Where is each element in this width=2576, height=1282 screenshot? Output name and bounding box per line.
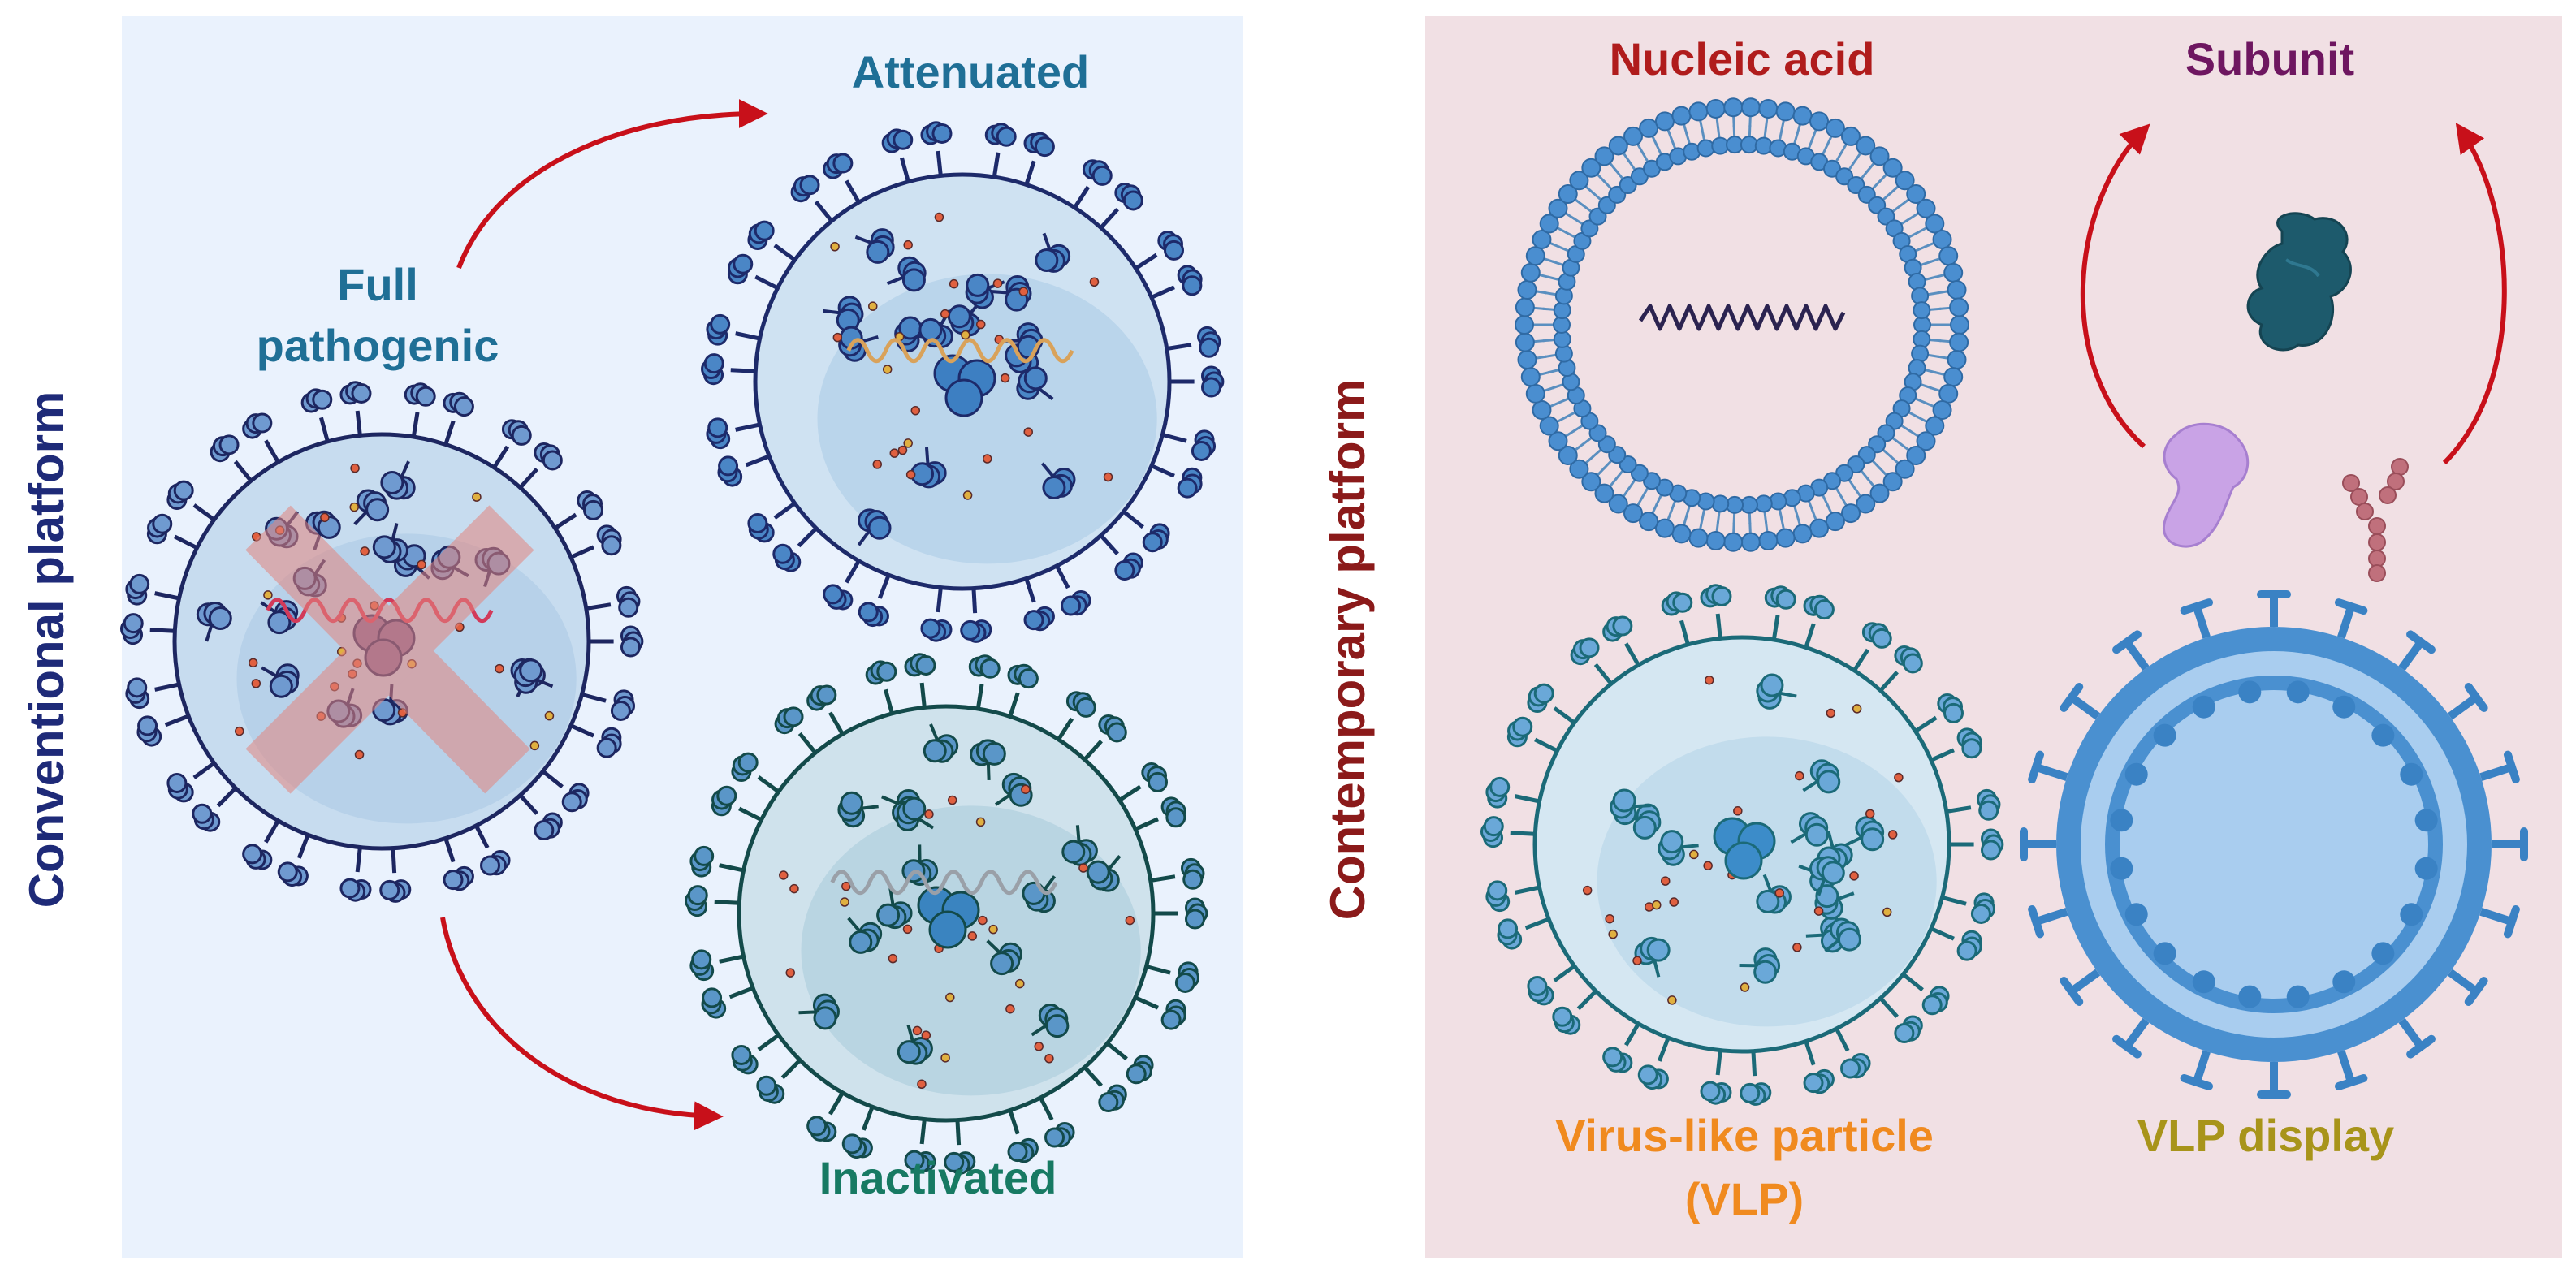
attenuated-virus-icon: [700, 121, 1225, 643]
nucleic-acid-liposome-icon: [1515, 97, 1969, 552]
nucleic-acid-strand-icon: [1638, 304, 1846, 331]
attenuated-label: Attenuated: [852, 46, 1089, 97]
arrow-to-attenuated-icon: [456, 99, 768, 270]
inactivated-label: Inactivated: [819, 1152, 1057, 1203]
subunit-protein-icon: [2246, 212, 2352, 352]
subunit-antigen-purple-icon: [2163, 422, 2250, 548]
vlp-label-line1: Virus-like particle: [1555, 1110, 1934, 1161]
vlp-label-line2: (VLP): [1685, 1173, 1804, 1224]
nucleic-acid-label: Nucleic acid: [1610, 33, 1875, 84]
arrow-to-inactivated-icon: [440, 917, 724, 1131]
full-pathogenic-label-line1: Full: [337, 259, 418, 310]
vlp-particle-icon: [1480, 584, 2004, 1106]
subunit-arrow-left-icon: [2080, 123, 2150, 449]
subunit-antibody-icon: [2342, 458, 2409, 582]
crossed-out-mark-icon: [245, 505, 534, 794]
inactivated-virus-icon: [684, 653, 1208, 1175]
vlp-display-icon: [2020, 590, 2528, 1099]
conventional-platform-title: Conventional platform: [19, 391, 74, 909]
vlp-display-label: VLP display: [2137, 1110, 2394, 1161]
contemporary-platform-title: Contemporary platform: [1320, 379, 1375, 921]
subunit-label: Subunit: [2185, 33, 2354, 84]
subunit-arrow-right-icon: [2442, 123, 2507, 465]
contemporary-panel: [1425, 16, 2562, 1258]
full-pathogenic-label-line2: pathogenic: [257, 320, 499, 371]
